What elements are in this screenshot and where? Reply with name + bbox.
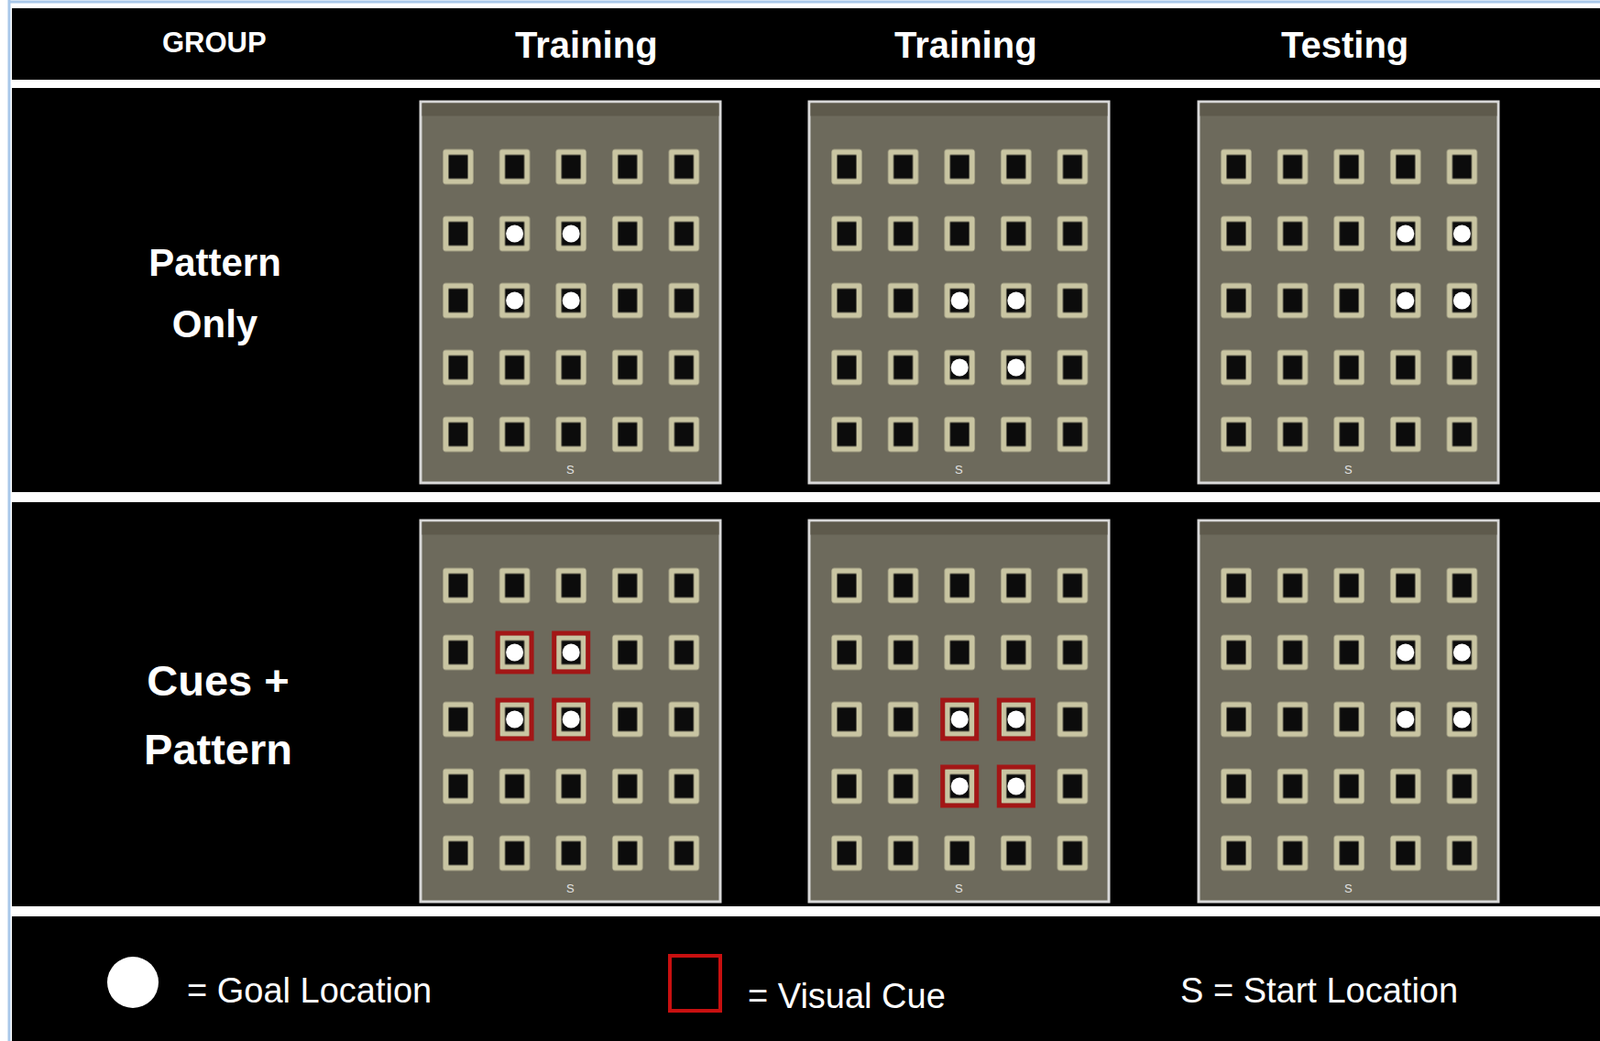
column-header: Training: [894, 22, 1038, 67]
maze-panel: [809, 520, 1109, 902]
legend-band: [11, 916, 1600, 1041]
column-header: GROUP: [162, 25, 267, 60]
start-marker: S: [1344, 881, 1353, 897]
maze-panel: [420, 101, 721, 483]
legend-text: = Goal Location: [186, 970, 432, 1013]
start-marker: S: [954, 881, 964, 897]
column-header: Testing: [1281, 22, 1409, 67]
row-band: [11, 87, 1600, 493]
start-marker: S: [1344, 462, 1353, 478]
group-row: Cues + Pattern: [11, 502, 1600, 907]
start-marker: S: [954, 462, 964, 478]
legend-text: = Visual Cue: [747, 975, 946, 1019]
cue-sample: [669, 955, 721, 1011]
legend-text: S = Start Location: [1180, 970, 1458, 1013]
start-marker: S: [566, 462, 575, 478]
goal-sample: [107, 956, 159, 1009]
group-row: Pattern Only: [11, 87, 1600, 493]
maze-panel: [420, 520, 721, 902]
group-label: Cues + Pattern: [117, 646, 319, 784]
group-label: Pattern Only: [116, 231, 314, 355]
maze-panel: [1198, 101, 1499, 483]
maze-panel: [1198, 520, 1499, 902]
row-band: [11, 502, 1600, 907]
header-band: GROUP Training Training Testing: [11, 8, 1600, 80]
header-band: [11, 8, 1600, 80]
column-header: Training: [515, 22, 658, 67]
start-marker: S: [566, 881, 575, 897]
maze-panel: [809, 101, 1109, 483]
